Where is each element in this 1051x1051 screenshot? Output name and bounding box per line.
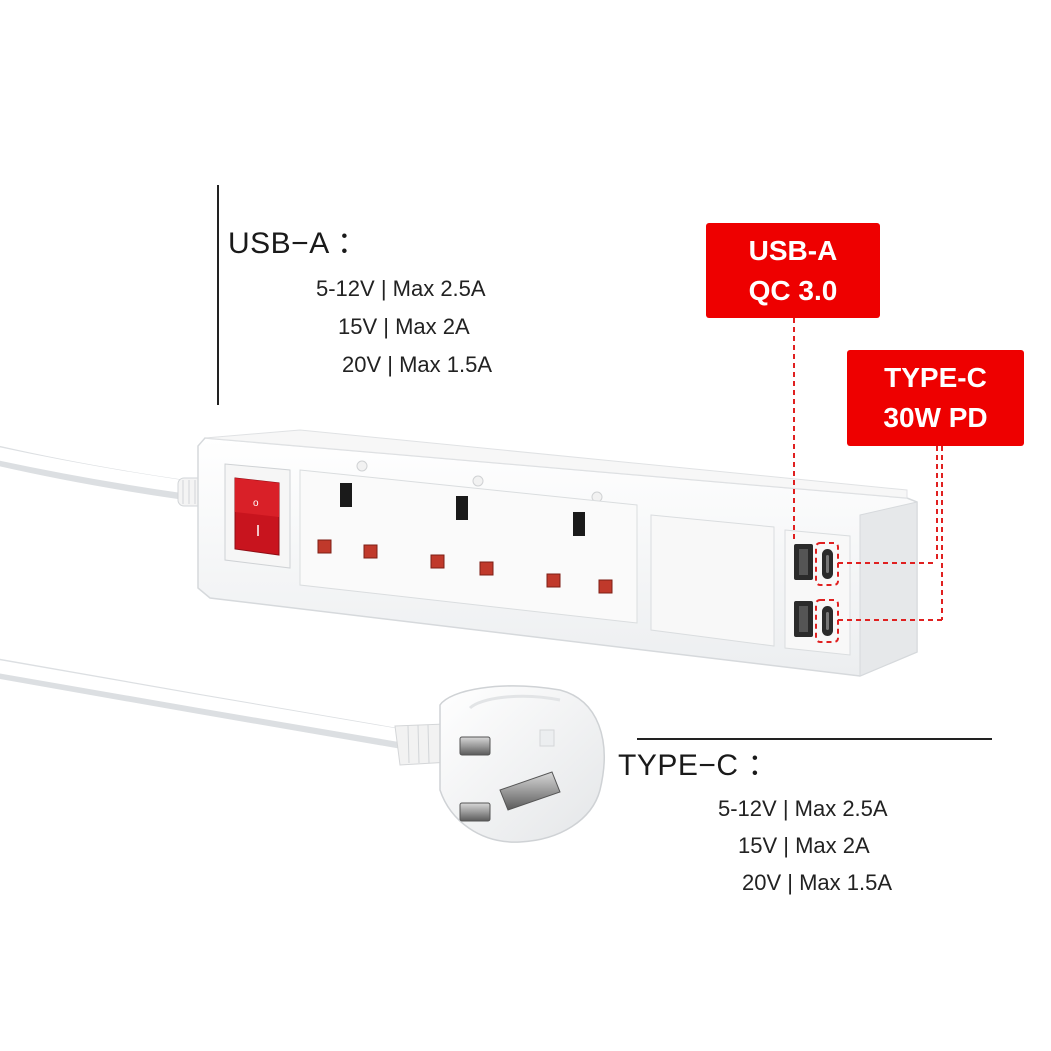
usb-port-panel [784, 529, 851, 656]
usb-a-label-line: QC 3.0 [748, 274, 838, 306]
type-c-spec-line: 15V | Max 2A [738, 833, 870, 858]
lower-cable [0, 658, 430, 752]
socket-2 [430, 496, 494, 576]
uk-plug [394, 685, 605, 843]
type-c-spec-title: TYPE−C ： [618, 749, 778, 782]
upper-cable [0, 445, 205, 507]
power-switch: o [224, 463, 291, 569]
usb-a-spec-line: 20V | Max 1.5A [342, 352, 493, 377]
usb-a-divider-line [217, 185, 219, 405]
usb-a-spec-line: 5-12V | Max 2.5A [316, 276, 486, 301]
type-c-spec-line: 5-12V | Max 2.5A [718, 796, 888, 821]
usb-a-spec-title: USB−A ： [228, 227, 368, 260]
usb-a-spec-line: 15V | Max 2A [338, 314, 470, 339]
socket-3 [546, 512, 613, 594]
type-c-pd-label: TYPE-C 30W PD [847, 350, 1024, 446]
type-c-label-line: TYPE-C [884, 362, 987, 393]
usb-c-port-1 [822, 549, 833, 579]
usb-a-qc-label: USB-A QC 3.0 [706, 223, 880, 318]
blank-panel [650, 514, 775, 647]
usb-a-spec-block: USB−A ： 5-12V | Max 2.5A 15V | Max 2A 20… [228, 218, 492, 384]
type-c-spec-block: TYPE−C ： 5-12V | Max 2.5A 15V | Max 2A 2… [618, 740, 892, 901]
svg-text:o: o [253, 498, 259, 509]
callout-lines [793, 318, 943, 643]
usb-a-port-2 [794, 601, 813, 637]
type-c-spec-line: 20V | Max 1.5A [742, 870, 893, 895]
usb-c-port-2 [822, 606, 833, 636]
type-c-label-line: 30W PD [883, 402, 988, 433]
usb-a-label-line: USB-A [748, 234, 838, 266]
socket-1 [317, 483, 378, 559]
usb-a-port-1 [794, 544, 813, 580]
type-c-divider-line [637, 738, 992, 740]
